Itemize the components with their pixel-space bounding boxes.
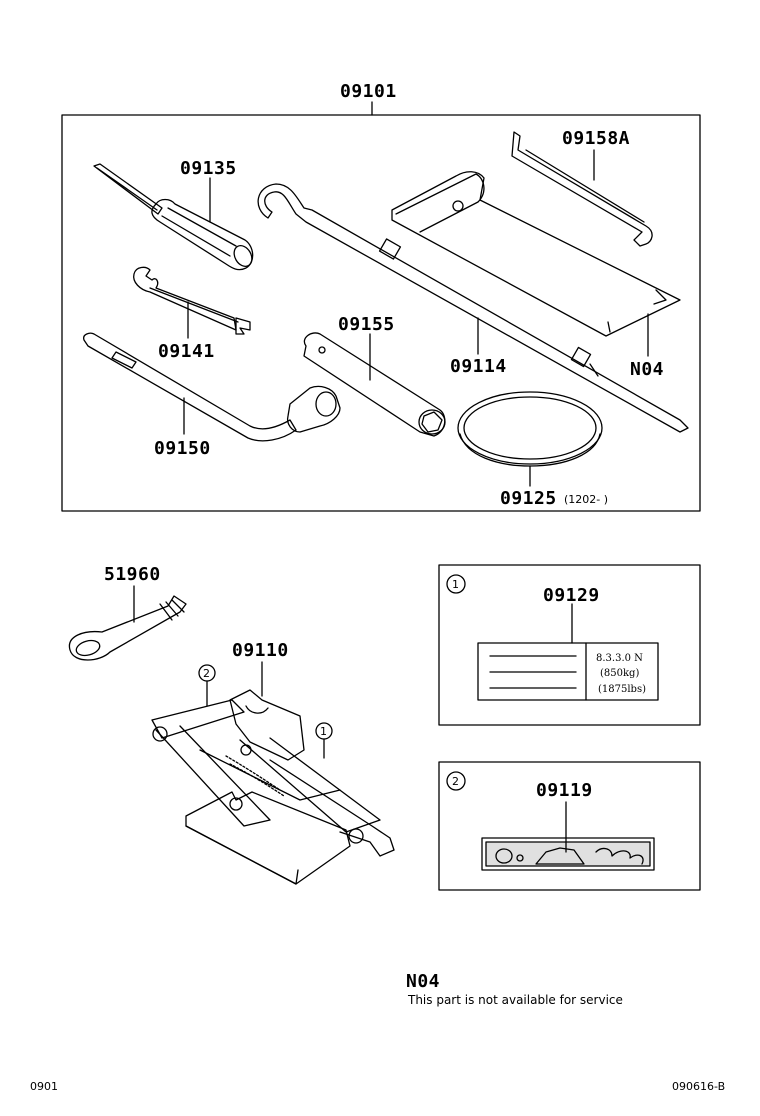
part-note-09125: (1202- ) [564,493,608,506]
tool-kit-frame [61,101,701,512]
part-number-09110[interactable]: 09110 [232,640,289,661]
label-load-text: 8.3.3.0 N [596,653,643,664]
part-number-N04-top[interactable]: N04 [630,359,664,380]
label-kg-text: (850kg) [600,668,639,679]
part-number-09150[interactable]: 09150 [154,438,211,459]
part-number-09141[interactable]: 09141 [158,341,215,362]
part-number-09129[interactable]: 09129 [543,585,600,606]
callout-1-label: 1 [320,725,327,738]
tool-pouch-drawing [391,171,681,337]
part-number-09135[interactable]: 09135 [180,158,237,179]
footer-left-code: 0901 [30,1080,58,1093]
label-lbs-text: (1875lbs) [598,684,646,695]
part-number-09119[interactable]: 09119 [536,780,593,801]
callout-1-on-jack [315,722,333,759]
legend-text: This part is not available for service [407,993,623,1007]
callout-2-box-label: 2 [452,775,459,788]
footer-right-code: 090616-B [672,1080,725,1093]
scissor-jack-drawing [151,689,395,885]
callout-2-on-jack [198,664,216,707]
part-number-09114[interactable]: 09114 [450,356,507,377]
label-box-09129 [438,564,701,726]
hook-tool-drawing [511,131,653,247]
socket-drawing [303,332,446,437]
label-box-09119 [438,761,701,891]
callout-2-label: 2 [203,667,210,680]
wrench-drawing [133,266,251,335]
part-number-09158A[interactable]: 09158A [562,128,630,149]
part-number-09101[interactable]: 09101 [340,81,397,102]
band-drawing [457,391,603,467]
screwdriver-drawing [93,163,254,271]
part-number-51960[interactable]: 51960 [104,564,161,585]
legend-code: N04 [406,971,440,992]
callout-1-box-label: 1 [452,578,459,591]
lug-wrench-drawing [83,332,341,442]
part-number-09125[interactable]: 09125 [500,488,557,509]
jack-handle-drawing [257,183,689,433]
part-number-09155[interactable]: 09155 [338,314,395,335]
towing-eye-drawing [68,595,187,661]
